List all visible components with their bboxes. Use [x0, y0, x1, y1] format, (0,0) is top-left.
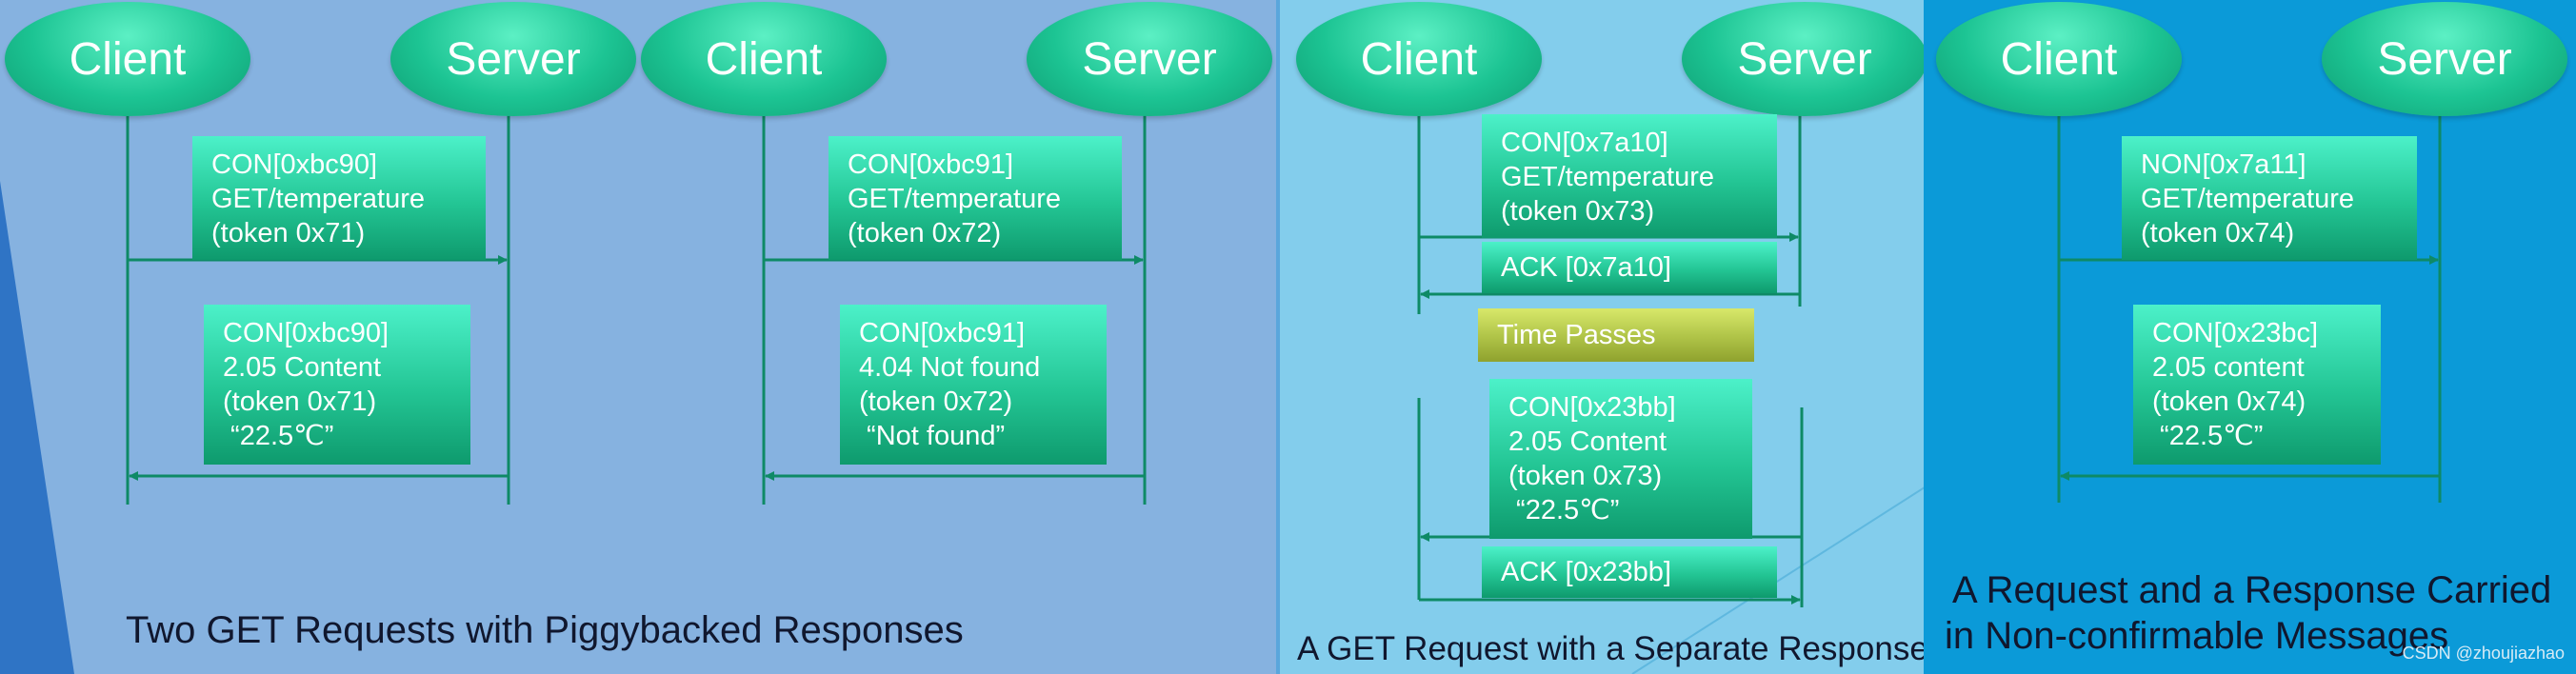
time-passes-label: Time Passes — [1497, 319, 1656, 350]
response-message-box: CON[0x23bc] 2.05 content (token 0x74) “2… — [2133, 305, 2381, 465]
message-method: GET/temperature — [2141, 184, 2355, 214]
message-code: 2.05 Content — [223, 352, 382, 383]
panel1-decorative-wedge — [0, 181, 74, 674]
message-id: CON[0xbc90] — [211, 149, 378, 180]
message-token: (token 0x73) — [1508, 461, 1663, 491]
message-id: CON[0xbc91] — [859, 318, 1026, 348]
ack-label: ACK [0x7a10] — [1501, 252, 1671, 283]
client-node: Client — [5, 2, 250, 116]
request-message-box: CON[0x7a10] GET/temperature (token 0x73) — [1482, 114, 1777, 238]
message-method: GET/temperature — [1501, 162, 1715, 192]
message-method: GET/temperature — [211, 184, 426, 214]
panel-piggybacked: Client Server Client Server CON[0xbc90] … — [0, 0, 1276, 674]
message-payload: “22.5℃” — [1508, 495, 1620, 525]
message-id: CON[0xbc90] — [223, 318, 389, 348]
time-passes-box: Time Passes — [1478, 308, 1754, 362]
ack-message-box: ACK [0x23bb] — [1482, 546, 1777, 598]
message-code: 2.05 Content — [1508, 426, 1667, 457]
message-token: (token 0x74) — [2152, 387, 2306, 417]
message-token: (token 0x71) — [223, 387, 377, 417]
panel-separate-response: Client Server CON[0x7a10] GET/temperatur… — [1276, 0, 1924, 674]
server-node: Server — [1027, 2, 1272, 116]
message-code: 2.05 content — [2152, 352, 2305, 383]
message-payload: “Not found” — [859, 421, 1006, 451]
message-payload: “22.5℃” — [2152, 421, 2264, 451]
request-message-box: CON[0xbc91] GET/temperature (token 0x72) — [829, 136, 1122, 260]
ack-label: ACK [0x23bb] — [1501, 557, 1671, 587]
client-node: Client — [1936, 2, 2182, 116]
response-message-box: CON[0x23bb] 2.05 Content (token 0x73) “2… — [1489, 379, 1752, 539]
server-node: Server — [1682, 2, 1924, 116]
response-message-box: CON[0xbc90] 2.05 Content (token 0x71) “2… — [204, 305, 470, 465]
panel3-caption-line1: A Request and a Response Carried — [1952, 569, 2552, 611]
panel3-sequence-lines — [2057, 114, 2442, 503]
request-message-box: CON[0xbc90] GET/temperature (token 0x71) — [192, 136, 486, 260]
message-payload: “22.5℃” — [223, 421, 334, 451]
message-id: CON[0x23bc] — [2152, 318, 2319, 348]
watermark: CSDN @zhoujiazhao — [2402, 644, 2565, 663]
panel1-sequence-lines — [126, 114, 1147, 505]
message-id: NON[0x7a11] — [2141, 149, 2306, 180]
client-node: Client — [641, 2, 887, 116]
ack-message-box: ACK [0x7a10] — [1482, 242, 1777, 293]
message-id: CON[0x7a10] — [1501, 128, 1668, 158]
request-message-box: NON[0x7a11] GET/temperature (token 0x74) — [2122, 136, 2417, 260]
panel1-caption: Two GET Requests with Piggybacked Respon… — [126, 609, 964, 651]
message-code: 4.04 Not found — [859, 352, 1041, 383]
message-token: (token 0x72) — [859, 387, 1013, 417]
panel2-caption: A GET Request with a Separate Response — [1297, 630, 1924, 667]
message-token: (token 0x71) — [211, 218, 366, 248]
message-token: (token 0x74) — [2141, 218, 2295, 248]
response-message-box: CON[0xbc91] 4.04 Not found (token 0x72) … — [840, 305, 1107, 465]
panel-non-confirmable: Client Server NON[0x7a11] GET/temperatur… — [1924, 0, 2576, 674]
message-method: GET/temperature — [848, 184, 1062, 214]
client-node: Client — [1296, 2, 1542, 116]
message-token: (token 0x72) — [848, 218, 1002, 248]
message-id: CON[0x23bb] — [1508, 392, 1676, 423]
message-id: CON[0xbc91] — [848, 149, 1014, 180]
server-node: Server — [390, 2, 636, 116]
server-node: Server — [2322, 2, 2567, 116]
diagonal-decoration — [1631, 486, 1924, 674]
message-token: (token 0x73) — [1501, 196, 1655, 227]
panel3-caption-line2: in Non-confirmable Messages — [1945, 615, 2449, 657]
